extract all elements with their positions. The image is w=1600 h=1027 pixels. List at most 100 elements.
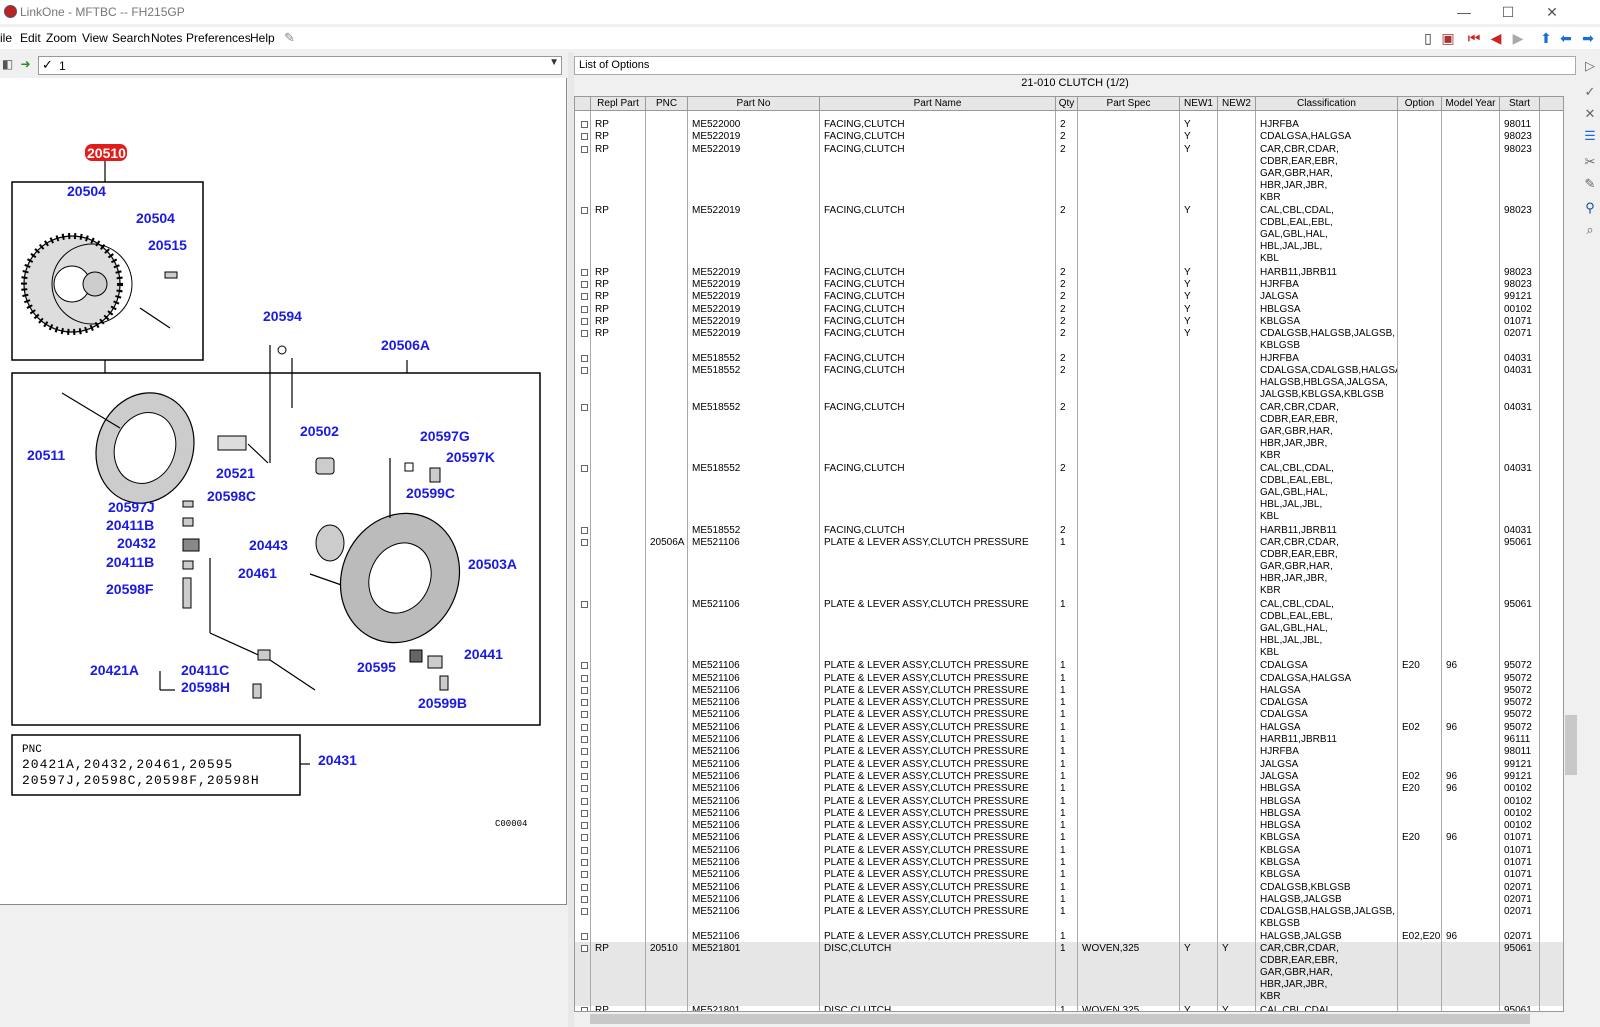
cell-cls[interactable]: HARB11,JBRB11	[1260, 266, 1337, 278]
menu-notes[interactable]: Notes	[151, 31, 183, 45]
cell-start[interactable]: 95072	[1504, 660, 1532, 672]
pnc-label[interactable]: 20598H	[181, 679, 230, 695]
cell-cls[interactable]: KBLGSA	[1260, 844, 1301, 856]
cell-name[interactable]: PLATE & LEVER ASSY,CLUTCH PRESSURE	[824, 672, 1029, 684]
column-header[interactable]: Part No	[688, 97, 820, 111]
row-checkbox[interactable]	[581, 121, 588, 128]
menu-search[interactable]: Search	[112, 31, 151, 45]
cell-qty[interactable]: 1	[1060, 660, 1066, 672]
pnc-label[interactable]: 20503A	[468, 556, 517, 572]
cell-repl[interactable]: RP	[595, 291, 609, 303]
pnc-label[interactable]: 20597J	[108, 499, 155, 515]
cell-repl[interactable]: RP	[595, 315, 609, 327]
cell-part[interactable]: ME521106	[692, 820, 740, 832]
cell-cls[interactable]: JALGSA	[1260, 758, 1299, 770]
cell-name[interactable]: PLATE & LEVER ASSY,CLUTCH PRESSURE	[824, 721, 1029, 733]
cell-start[interactable]: 01071	[1504, 315, 1532, 327]
cell-cls[interactable]: CDALGSA	[1260, 660, 1308, 672]
cell-start[interactable]: 95061	[1504, 537, 1532, 549]
row-checkbox[interactable]	[581, 145, 588, 153]
cell-name[interactable]: PLATE & LEVER ASSY,CLUTCH PRESSURE	[824, 598, 1029, 610]
cell-opt[interactable]: E20	[1402, 832, 1420, 844]
cell-part[interactable]: ME521106	[692, 734, 740, 745]
cell-name[interactable]: PLATE & LEVER ASSY,CLUTCH PRESSURE	[824, 857, 1029, 868]
cell-qty[interactable]: 2	[1060, 524, 1066, 536]
cell-cls[interactable]: JALGSA	[1260, 770, 1299, 782]
pnc-label[interactable]: 20441	[464, 646, 503, 662]
cell-opt[interactable]: E20	[1402, 660, 1420, 672]
cell-name[interactable]: FACING,CLUTCH	[824, 401, 905, 413]
cell-part[interactable]: ME521106	[692, 844, 740, 856]
cell-qty[interactable]: 2	[1060, 328, 1066, 340]
cell-name[interactable]: PLATE & LEVER ASSY,CLUTCH PRESSURE	[824, 537, 1029, 549]
cell-cls[interactable]: CAR,CBR,CDAR, CDBR,EAR,EBR, GAR,GBR,HAR,…	[1260, 943, 1339, 1003]
cell-name[interactable]: PLATE & LEVER ASSY,CLUTCH PRESSURE	[824, 795, 1029, 807]
cell-part[interactable]: ME518552	[692, 401, 741, 413]
cell-repl[interactable]: RP	[595, 328, 609, 340]
row-checkbox[interactable]	[581, 846, 588, 854]
pin-icon[interactable]: ✎	[284, 30, 295, 45]
row-checkbox[interactable]	[581, 305, 588, 313]
column-header[interactable]: Part Name	[820, 97, 1056, 111]
cell-name[interactable]: FACING,CLUTCH	[824, 524, 905, 536]
cell-start[interactable]: 95072	[1504, 697, 1532, 709]
cell-qty[interactable]: 1	[1060, 758, 1066, 770]
cell-part[interactable]: ME521106	[692, 746, 740, 758]
pnc-label[interactable]: 20432	[117, 535, 156, 551]
row-checkbox[interactable]	[581, 871, 588, 879]
cell-cls[interactable]: CAL,CBL,CDAL, CDBL,EAL,EBL, GAL,GBL,HAL,…	[1260, 205, 1334, 265]
back-icon[interactable]: ⬅	[1560, 30, 1572, 46]
cell-name[interactable]: PLATE & LEVER ASSY,CLUTCH PRESSURE	[824, 770, 1029, 782]
cell-name[interactable]: PLATE & LEVER ASSY,CLUTCH PRESSURE	[824, 820, 1029, 832]
cell-part[interactable]: ME521801	[692, 1004, 741, 1012]
menu-edit[interactable]: Edit	[20, 31, 41, 45]
row-checkbox[interactable]	[581, 895, 588, 903]
cell-start[interactable]: 99121	[1504, 758, 1532, 770]
row-checkbox[interactable]	[581, 465, 588, 473]
cell-start[interactable]: 01071	[1504, 869, 1532, 881]
cell-cls[interactable]: CDALGSB,HALGSB,JALGSB, KBLGSB	[1260, 906, 1396, 930]
page-combo[interactable]: ✓ 1 ▼	[38, 56, 562, 75]
cell-qty[interactable]: 2	[1060, 303, 1066, 315]
cell-name[interactable]: FACING,CLUTCH	[824, 303, 905, 315]
cell-name[interactable]: FACING,CLUTCH	[824, 328, 905, 340]
cell-qty[interactable]: 1	[1060, 697, 1066, 709]
cell-qty[interactable]: 1	[1060, 795, 1066, 807]
cell-new1[interactable]: Y	[1184, 131, 1191, 143]
cell-repl[interactable]: RP	[595, 205, 609, 217]
pnc-label[interactable]: 20421A	[90, 662, 139, 678]
cell-start[interactable]: 95072	[1504, 672, 1532, 684]
pnc-label[interactable]: 20504	[136, 210, 175, 226]
cell-new1[interactable]: Y	[1184, 119, 1191, 130]
row-checkbox[interactable]	[581, 133, 588, 141]
menu-preferences[interactable]: Preferences	[186, 31, 251, 45]
cell-cls[interactable]: HJRFBA	[1260, 352, 1299, 364]
cell-cls[interactable]: CAR,CBR,CDAR, CDBR,EAR,EBR, GAR,GBR,HAR,…	[1260, 537, 1339, 597]
cell-name[interactable]: PLATE & LEVER ASSY,CLUTCH PRESSURE	[824, 746, 1029, 758]
cell-name[interactable]: PLATE & LEVER ASSY,CLUTCH PRESSURE	[824, 930, 1029, 942]
row-checkbox[interactable]	[581, 699, 588, 707]
column-header[interactable]: Start	[1500, 97, 1540, 111]
cell-cls[interactable]: KBLGSA	[1260, 857, 1301, 868]
cell-qty[interactable]: 1	[1060, 770, 1066, 782]
cell-my[interactable]: 96	[1446, 783, 1458, 795]
cell-cls[interactable]: CAL,CBL,CDAL, CDBL,EAL,EBL, GAL,GBL,HAL,…	[1260, 598, 1334, 658]
cell-repl[interactable]: RP	[595, 303, 609, 315]
column-header[interactable]: Classification	[1256, 97, 1398, 111]
cell-name[interactable]: FACING,CLUTCH	[824, 365, 905, 376]
row-checkbox[interactable]	[581, 600, 588, 608]
cell-qty[interactable]: 1	[1060, 820, 1066, 832]
cell-new1[interactable]: Y	[1184, 303, 1191, 315]
cell-part[interactable]: ME521106	[692, 930, 740, 942]
cell-qty[interactable]: 1	[1060, 930, 1066, 942]
cell-cls[interactable]: HJRFBA	[1260, 278, 1299, 290]
pane-splitter[interactable]	[568, 52, 574, 1027]
cell-name[interactable]: PLATE & LEVER ASSY,CLUTCH PRESSURE	[824, 893, 1029, 905]
cell-part[interactable]: ME518552	[692, 365, 741, 376]
check-icon[interactable]: ✓	[1584, 84, 1596, 99]
pnc-label[interactable]: 20515	[148, 237, 187, 253]
row-checkbox[interactable]	[581, 686, 588, 694]
cell-qty[interactable]: 2	[1060, 131, 1066, 143]
cell-cls[interactable]: CDALGSB,HALGSB,JALGSB, KBLGSB	[1260, 328, 1396, 352]
